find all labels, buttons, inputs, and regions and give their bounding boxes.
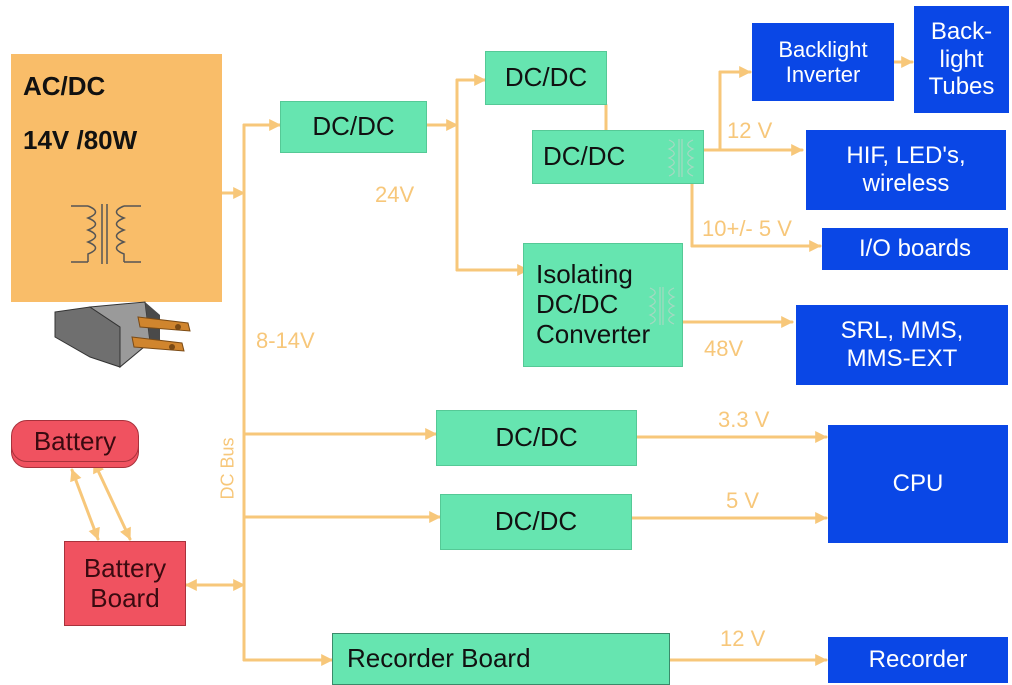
transformer-icon — [648, 287, 676, 325]
srl-line1: SRL, MMS, — [840, 317, 964, 345]
dcdc-top: DC/DC — [485, 51, 607, 105]
label-33v: 3.3 V — [718, 407, 770, 432]
acdc-title: AC/DC — [23, 71, 106, 101]
cpu: CPU — [828, 425, 1008, 543]
isolating-converter: Isolating DC/DC Converter — [523, 243, 683, 367]
backlight-tubes-line1: Back- — [930, 18, 993, 46]
dcdc-isolated: DC/DC — [532, 130, 704, 184]
backlight-inverter-line1: Backlight — [778, 36, 868, 62]
label-12v-hif: 12 V — [727, 118, 773, 143]
backlight-inverter: Backlight Inverter — [752, 23, 894, 101]
transformer-icon — [667, 139, 695, 177]
dcdc-isolated-label: DC/DC — [543, 141, 626, 172]
isolating-line3: Converter — [536, 318, 651, 349]
battery-board-line1: Battery — [83, 552, 167, 583]
backlight-inverter-line2: Inverter — [785, 62, 861, 87]
dcdc-main: DC/DC — [280, 101, 427, 153]
recorder-board: Recorder Board — [332, 633, 670, 685]
hif-leds-wireless: HIF, LED's, wireless — [806, 130, 1006, 210]
srl-mms: SRL, MMS, MMS-EXT — [796, 305, 1008, 385]
dcdc-cpu-2: DC/DC — [440, 494, 632, 550]
hif-line2: wireless — [862, 170, 950, 197]
battery-board: Battery Board — [64, 541, 186, 626]
label-8-14v: 8-14V — [256, 328, 315, 353]
label-24v: 24V — [375, 182, 415, 207]
isolating-line2: DC/DC — [536, 289, 619, 320]
srl-line2: MMS-EXT — [846, 345, 958, 372]
label-dc-bus: DC Bus — [217, 437, 238, 500]
label-10v: 10+/- 5 V — [702, 216, 792, 241]
acdc-rating: 14V /80W — [23, 125, 138, 155]
connector-battery-board-1 — [70, 468, 100, 541]
label-48v: 48V — [704, 336, 744, 361]
hif-line1: HIF, LED's, — [846, 142, 966, 170]
battery: Battery — [11, 420, 139, 472]
label-5v: 5 V — [726, 488, 760, 513]
isolating-line1: Isolating — [536, 259, 633, 290]
acdc-power-supply: AC/DC 14V /80W — [11, 54, 222, 302]
battery-board-line2: Board — [90, 582, 160, 613]
dcdc-cpu-1: DC/DC — [436, 410, 637, 466]
backlight-tubes-line3: Tubes — [928, 73, 995, 101]
transformer-icon — [71, 204, 141, 264]
io-boards: I/O boards — [822, 228, 1008, 270]
connector-battery-board-2 — [92, 460, 132, 541]
label-12v-recorder: 12 V — [720, 626, 766, 651]
backlight-tubes: Back- light Tubes — [914, 6, 1009, 113]
ac-plug-icon — [54, 301, 191, 369]
battery-label: Battery — [11, 420, 139, 462]
backlight-tubes-line2: light — [939, 45, 984, 73]
recorder: Recorder — [828, 637, 1008, 683]
